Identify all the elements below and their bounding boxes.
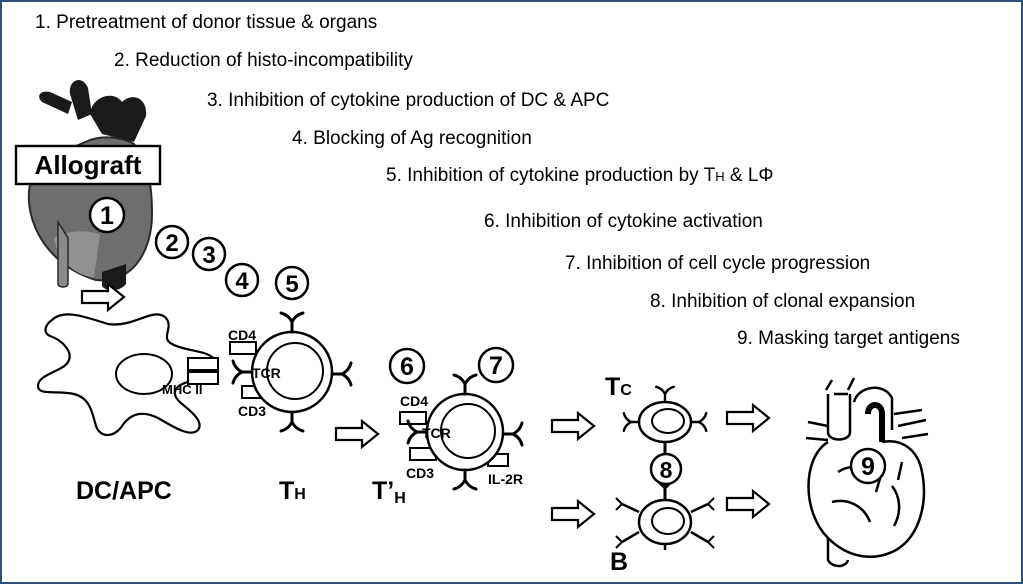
cd3-label-tprime: CD3 xyxy=(406,465,434,481)
arrow-to-tc xyxy=(550,411,596,441)
step-6: 6. Inhibition of cytokine activation xyxy=(484,211,763,232)
tprime-h-label: T’H xyxy=(372,477,406,507)
cd3-label-th: CD3 xyxy=(238,403,266,419)
step-1: 1. Pretreatment of donor tissue & organs xyxy=(35,12,378,33)
step-2: 2. Reduction of histo-incompatibility xyxy=(114,50,413,71)
svg-text:3: 3 xyxy=(202,242,215,269)
dc-apc-cell xyxy=(36,313,219,437)
recipient-heart xyxy=(805,377,929,568)
marker-3: 3 xyxy=(191,236,227,272)
mhc-label: MHC II xyxy=(162,382,202,397)
arrow-tc-to-heart xyxy=(725,403,771,433)
svg-text:8: 8 xyxy=(660,457,673,483)
marker-6: 6 xyxy=(388,347,426,385)
tcr-label-tprime: TCR xyxy=(422,425,451,441)
svg-text:9: 9 xyxy=(861,453,875,481)
arrow-b-to-heart xyxy=(725,489,771,519)
il2r-label: IL-2R xyxy=(488,471,523,487)
step-5: 5. Inhibition of cytokine production by … xyxy=(386,165,774,186)
svg-text:5: 5 xyxy=(285,271,298,298)
arrow-th-to-tprime xyxy=(334,419,380,449)
tprime-h-cell xyxy=(399,373,524,491)
cd4-label-th: CD4 xyxy=(228,327,256,343)
tc-cell xyxy=(622,385,708,444)
svg-text:7: 7 xyxy=(489,352,503,380)
svg-text:4: 4 xyxy=(235,268,249,295)
arrow-to-b xyxy=(550,499,596,529)
marker-9: 9 xyxy=(849,447,887,485)
tc-label: TC xyxy=(605,373,632,401)
b-cell xyxy=(615,497,715,550)
marker-8: 8 xyxy=(649,452,683,486)
allograft-label-box: Allograft xyxy=(14,144,162,186)
step-3: 3. Inhibition of cytokine production of … xyxy=(207,90,610,111)
step-7: 7. Inhibition of cell cycle progression xyxy=(565,253,871,274)
marker-4: 4 xyxy=(224,262,260,298)
marker-5: 5 xyxy=(274,265,310,301)
tcr-label-th: TCR xyxy=(252,365,281,381)
marker-7: 7 xyxy=(477,346,515,384)
cd4-label-tprime: CD4 xyxy=(400,393,428,409)
svg-text:2: 2 xyxy=(165,230,178,257)
dc-apc-label: DC/APC xyxy=(76,477,172,505)
svg-text:6: 6 xyxy=(400,353,414,381)
step-9: 9. Masking target antigens xyxy=(737,328,960,349)
b-cell-label: B xyxy=(610,548,628,576)
step-4: 4. Blocking of Ag recognition xyxy=(292,128,532,149)
svg-text:1: 1 xyxy=(100,202,114,230)
marker-2: 2 xyxy=(154,224,190,260)
allograft-label: Allograft xyxy=(35,150,142,180)
step-8: 8. Inhibition of clonal expansion xyxy=(650,291,916,312)
th-cell xyxy=(229,311,353,433)
th-label: TH xyxy=(279,477,306,505)
marker-1: 1 xyxy=(88,196,126,234)
